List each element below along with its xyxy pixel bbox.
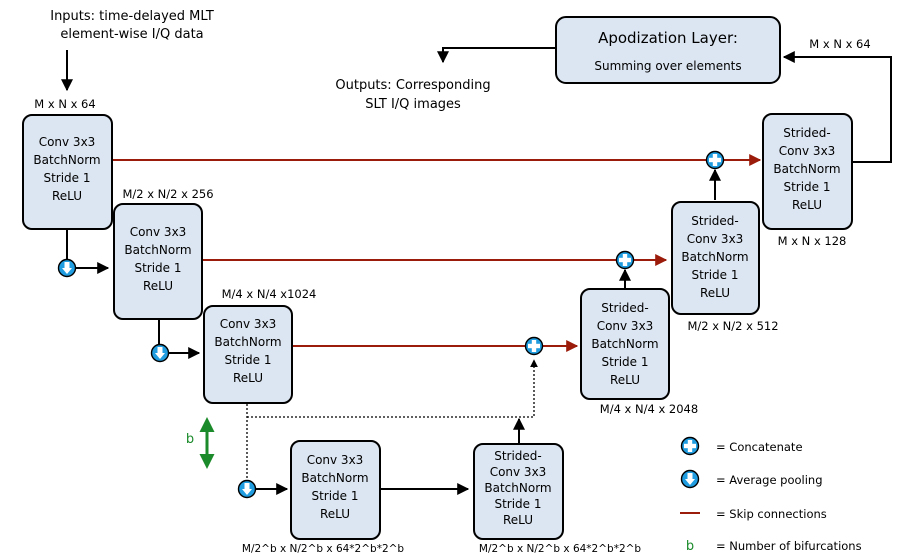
decoder-block-4-line-5: ReLU	[792, 198, 822, 212]
concat-node-1-icon	[705, 150, 725, 170]
encoder-block-4-line-2: BatchNorm	[301, 471, 368, 485]
decoder-block-3-line-4: Stride 1	[691, 268, 738, 282]
encoder-block-3-line-4: ReLU	[233, 371, 263, 385]
legend-b-symbol: b	[686, 539, 694, 554]
encoder-block-2-line-2: BatchNorm	[124, 243, 191, 257]
legend-concatenate-icon	[680, 436, 700, 456]
decoder-block-3-line-1: Strided-	[691, 214, 739, 228]
pool-1-icon	[57, 258, 77, 278]
decoder-block-4-line-1: Strided-	[783, 126, 831, 140]
decoder-block-3-line-2: Conv 3x3	[687, 232, 744, 246]
decoder-block-4-line-2: Conv 3x3	[779, 144, 836, 158]
encoder-block-4-line-3: Stride 1	[311, 489, 358, 503]
output-label-line-1: Outputs: Corresponding	[335, 78, 490, 93]
legend-pool-icon	[680, 469, 700, 489]
output-label-line-2: SLT I/Q images	[365, 97, 461, 112]
apodization-input-dim: M x N x 64	[809, 37, 870, 51]
decoder-block-1-line-2: Conv 3x3	[490, 465, 547, 479]
decoder-block-2-line-1: Strided-	[601, 301, 649, 315]
encoder-block-2-line-1: Conv 3x3	[130, 225, 187, 239]
decoder-block-2-line-3: BatchNorm	[591, 337, 658, 351]
encoder-block-3-line-1: Conv 3x3	[220, 317, 277, 331]
encoder-block-4-line-4: ReLU	[320, 507, 350, 521]
decoder-block-3: Strided- Conv 3x3 BatchNorm Stride 1 ReL…	[671, 201, 760, 315]
encoder-block-3-dim: M/4 x N/4 x1024	[222, 287, 317, 301]
decoder-block-4-line-4: Stride 1	[783, 180, 830, 194]
decoder-block-3-line-3: BatchNorm	[681, 250, 748, 264]
apodization-layer: Apodization Layer: Summing over elements	[555, 16, 781, 84]
decoder-block-4-line-3: BatchNorm	[773, 162, 840, 176]
encoder-block-3-line-2: BatchNorm	[214, 335, 281, 349]
encoder-block-1-dim: M x N x 64	[34, 97, 95, 111]
decoder-block-1-line-3: BatchNorm	[484, 481, 551, 495]
decoder-block-2: Strided- Conv 3x3 BatchNorm Stride 1 ReL…	[580, 288, 670, 400]
decoder-block-1-line-5: ReLU	[503, 513, 533, 527]
apodization-to-output-arrow	[437, 47, 556, 64]
bifurcation-label: b	[186, 432, 194, 447]
pool-3-icon	[237, 479, 257, 499]
concat-node-3-icon	[524, 336, 544, 356]
decoder-block-2-dim: M/4 x N/4 x 2048	[600, 402, 698, 416]
decoder-block-4: Strided- Conv 3x3 BatchNorm Stride 1 ReL…	[762, 113, 853, 230]
legend-skip-label: = Skip connections	[716, 507, 827, 521]
decoder-block-3-dim: M/2 x N/2 x 512	[687, 319, 778, 333]
input-label-line-1: Inputs: time-delayed MLT	[50, 9, 214, 24]
encoder-block-1-line-3: Stride 1	[43, 171, 90, 185]
legend: = Concatenate = Average pooling = Skip c…	[680, 436, 862, 554]
legend-pool-label: = Average pooling	[716, 473, 823, 487]
concat-node-2-icon	[615, 250, 635, 270]
apodization-title: Apodization Layer:	[598, 29, 738, 47]
encoder-block-4: Conv 3x3 BatchNorm Stride 1 ReLU	[290, 440, 381, 540]
encoder-block-1-line-1: Conv 3x3	[39, 135, 96, 149]
legend-concatenate-label: = Concatenate	[716, 440, 803, 454]
encoder-block-2-line-3: Stride 1	[134, 261, 181, 275]
encoder-block-1-line-4: ReLU	[52, 189, 82, 203]
legend-bifurcations-label: = Number of bifurcations	[716, 539, 862, 553]
decoder-block-1-dim: M/2^b x N/2^b x 64*2^b*2^b	[479, 543, 642, 555]
decoder-block-4-dim: M x N x 128	[778, 234, 847, 248]
bifurcation-dotted-up	[247, 359, 538, 418]
encoder-block-2: Conv 3x3 BatchNorm Stride 1 ReLU	[113, 203, 203, 320]
decoder-block-1: Strided- Conv 3x3 BatchNorm Stride 1 ReL…	[473, 443, 564, 540]
decoder-block-1-line-4: Stride 1	[494, 497, 541, 511]
input-label-line-2: element-wise I/Q data	[60, 27, 203, 42]
encoder-block-2-line-4: ReLU	[143, 279, 173, 293]
decoder-block-2-line-4: Stride 1	[601, 355, 648, 369]
encoder-block-2-dim: M/2 x N/2 x 256	[122, 187, 213, 201]
encoder-block-4-line-1: Conv 3x3	[307, 453, 364, 467]
decoder-block-1-line-1: Strided-	[494, 449, 542, 463]
decoder-block-2-line-2: Conv 3x3	[597, 319, 654, 333]
pool-2-icon	[150, 343, 170, 363]
encoder-block-3: Conv 3x3 BatchNorm Stride 1 ReLU	[203, 305, 293, 404]
apodization-subtitle: Summing over elements	[594, 59, 741, 73]
encoder-block-3-line-3: Stride 1	[224, 353, 271, 367]
decoder-block-3-line-5: ReLU	[700, 286, 730, 300]
encoder-block-1: Conv 3x3 BatchNorm Stride 1 ReLU	[22, 114, 113, 230]
encoder-block-1-line-2: BatchNorm	[33, 153, 100, 167]
decoder-block-2-line-5: ReLU	[610, 373, 640, 387]
encoder-block-4-dim: M/2^b x N/2^b x 64*2^b*2^b	[242, 543, 405, 555]
